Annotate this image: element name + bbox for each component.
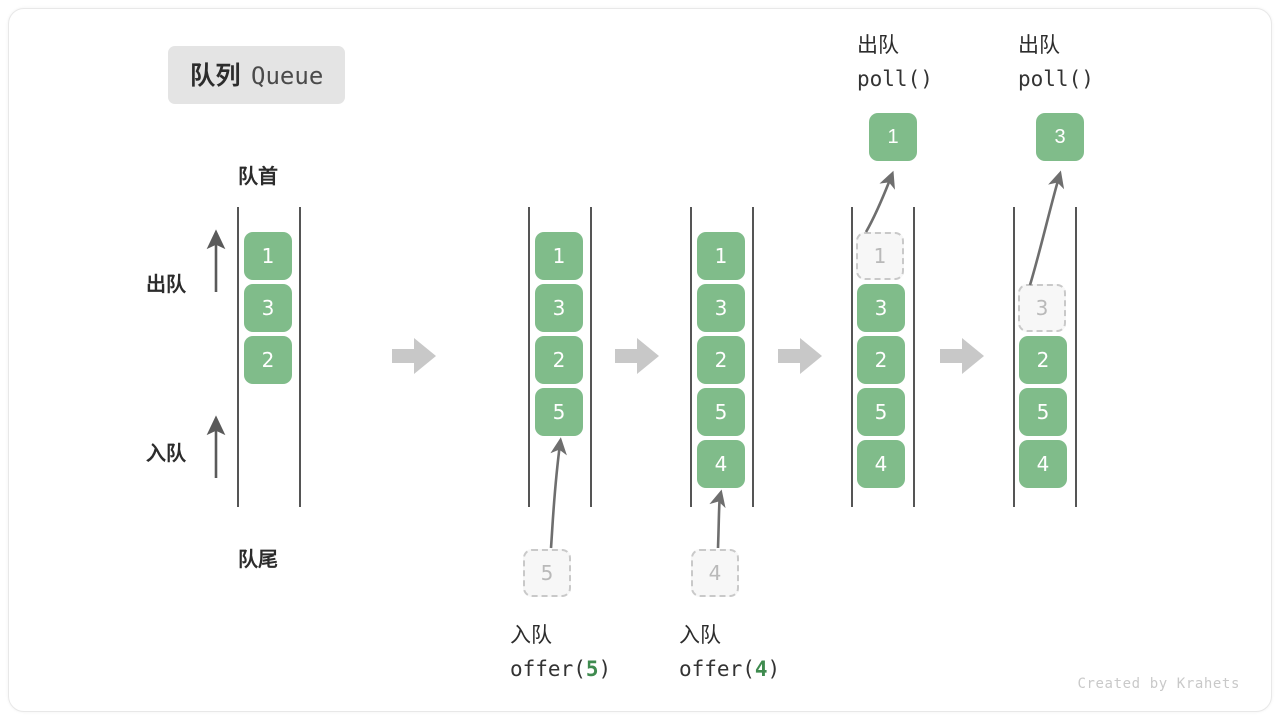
title-badge: 队列 Queue (168, 46, 346, 104)
diagram-card (8, 8, 1272, 712)
caption-offer-5: 入队 offer(5) (510, 620, 611, 685)
popped-value-box: 3 (1036, 113, 1084, 161)
queue-cell: 2 (1019, 336, 1067, 384)
caption-code: poll() (1018, 66, 1094, 91)
queue-rail-right (913, 207, 915, 507)
queue-rail-right (752, 207, 754, 507)
title-chinese: 队列 (190, 62, 242, 90)
caption-chinese: 出队 (857, 34, 899, 57)
queue-cell: 5 (857, 388, 905, 436)
caption-poll-1: 出队 poll() (857, 30, 933, 95)
code-argument: 5 (585, 656, 599, 681)
label-enqueue-side: 入队 (146, 443, 186, 465)
queue-cell: 3 (535, 284, 583, 332)
caption-code: poll() (857, 66, 933, 91)
queue-cell: 4 (857, 440, 905, 488)
code-argument: 4 (754, 656, 768, 681)
queue-rail-left (851, 207, 853, 507)
queue-rail-left (690, 207, 692, 507)
queue-cell: 3 (244, 284, 292, 332)
queue-cell: 4 (1019, 440, 1067, 488)
queue-rail-right (1075, 207, 1077, 507)
queue-cell: 1 (697, 232, 745, 280)
caption-chinese: 出队 (1018, 34, 1060, 57)
popped-value-box: 1 (869, 113, 917, 161)
label-queue-front: 队首 (238, 166, 278, 188)
caption-offer-4: 入队 offer(4) (679, 620, 780, 685)
caption-poll-3: 出队 poll() (1018, 30, 1094, 95)
queue-rail-right (590, 207, 592, 507)
queue-cell: 2 (697, 336, 745, 384)
label-dequeue-side: 出队 (146, 274, 186, 296)
queue-cell-ghost: 3 (1018, 284, 1066, 332)
queue-cell: 1 (244, 232, 292, 280)
queue-cell: 5 (535, 388, 583, 436)
queue-rail-left (528, 207, 530, 507)
queue-cell: 3 (697, 284, 745, 332)
watermark-credit: Created by Krahets (1077, 676, 1240, 692)
queue-cell: 4 (697, 440, 745, 488)
queue-cell: 5 (1019, 388, 1067, 436)
queue-cell-ghost: 1 (856, 232, 904, 280)
title-english: Queue (251, 62, 324, 90)
code-suffix: ) (767, 656, 781, 681)
code-prefix: offer( (679, 656, 755, 681)
caption-chinese: 入队 (510, 624, 552, 647)
queue-cell: 2 (857, 336, 905, 384)
code-suffix: ) (598, 656, 612, 681)
queue-cell: 1 (535, 232, 583, 280)
queue-rail-left (237, 207, 239, 507)
queue-rail-right (299, 207, 301, 507)
queue-cell: 2 (535, 336, 583, 384)
code-prefix: offer( (510, 656, 586, 681)
queue-cell: 5 (697, 388, 745, 436)
incoming-ghost-cell: 5 (523, 549, 571, 597)
label-queue-rear: 队尾 (238, 549, 278, 571)
caption-code: offer(5) (510, 653, 611, 686)
caption-chinese: 入队 (679, 624, 721, 647)
caption-code: offer(4) (679, 653, 780, 686)
queue-rail-left (1013, 207, 1015, 507)
incoming-ghost-cell: 4 (691, 549, 739, 597)
queue-cell: 2 (244, 336, 292, 384)
queue-cell: 3 (857, 284, 905, 332)
